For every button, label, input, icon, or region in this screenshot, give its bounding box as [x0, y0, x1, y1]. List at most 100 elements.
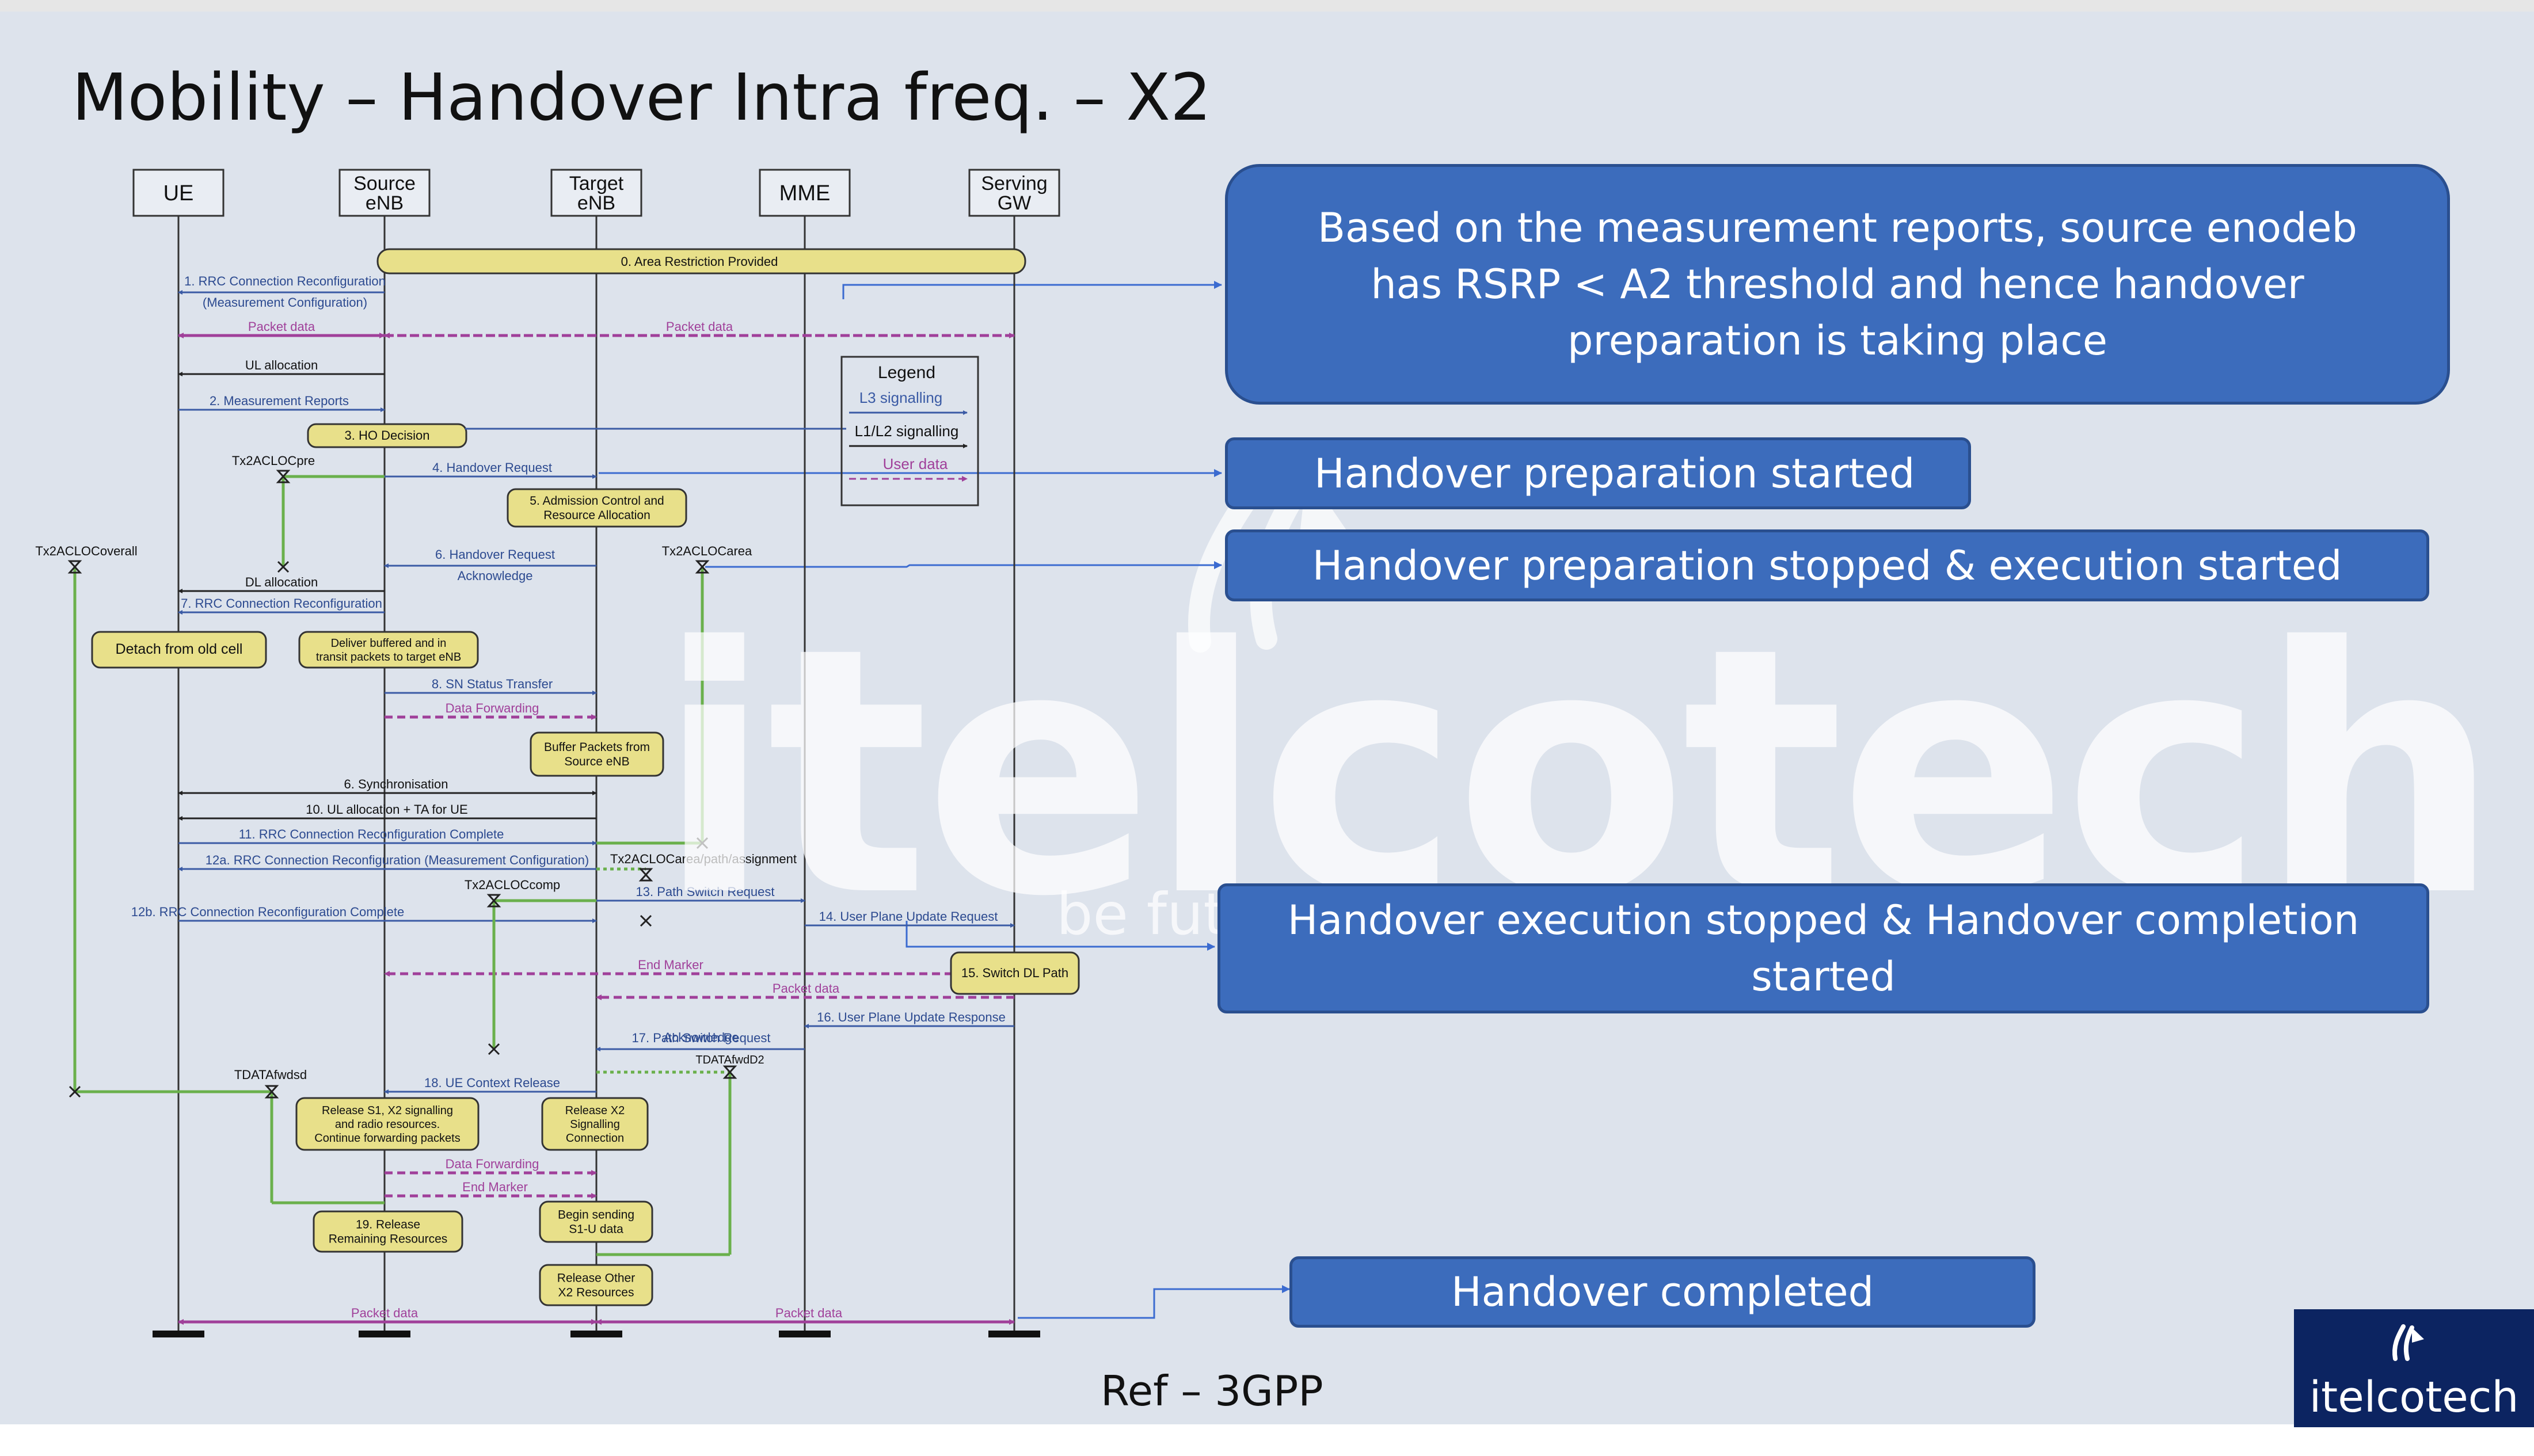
release-x2-box	[541, 1097, 649, 1151]
source-enb-label: eNB	[366, 192, 404, 214]
timer-pre-label: Tx2ACLOCpre	[232, 453, 315, 468]
packet-data-final-ue-label: Packet data	[351, 1306, 418, 1320]
release-other-box-text: X2 Resources	[558, 1286, 634, 1299]
msg-6-sub-label: Acknowledge	[458, 569, 533, 583]
ue-box	[132, 169, 225, 217]
release-x2-box-text: Signalling	[570, 1118, 620, 1131]
detach-box-text: Detach from old cell	[116, 641, 243, 657]
release-s1-x2-box-text: and radio resources.	[335, 1118, 440, 1131]
target-enb-box	[550, 169, 642, 217]
callout-execution-started: Handover preparation stopped & execution…	[1225, 529, 2429, 601]
ho-decision-box-text: 3. HO Decision	[345, 428, 430, 443]
ho-decision-box	[307, 423, 467, 448]
dl-allocation-label: DL allocation	[245, 575, 318, 589]
packet-data-ue-label: Packet data	[248, 319, 315, 334]
callout-handover-completed: Handover completed	[1289, 1256, 2035, 1328]
msg-14-up-update-request-label: 14. User Plane Update Request	[819, 909, 998, 924]
admission-control-box	[507, 488, 687, 528]
callout-preparation-started: Handover preparation started	[1225, 437, 1971, 509]
msg-1-rrc-reconf-label: 1. RRC Connection Reconfiguration	[184, 274, 386, 288]
msg-18-ue-context-release-label: 18. UE Context Release	[424, 1076, 560, 1090]
packet-data-gw-label: Packet data	[666, 319, 733, 334]
switch-dl-path-box-text: 15. Switch DL Path	[961, 966, 1068, 980]
release-x2-box-text: Connection	[566, 1132, 624, 1145]
callout-execution-started-text: Handover preparation stopped & execution…	[1312, 542, 2342, 589]
legend-title: Legend	[878, 363, 935, 382]
area-restriction-box	[376, 248, 1026, 275]
begin-sending-box-text: S1-U data	[569, 1223, 623, 1236]
admission-control-box-text: 5. Admission Control and	[530, 494, 664, 508]
timer-comp-label: Tx2ACLOCcomp	[465, 878, 560, 892]
logo-mark-icon	[2392, 1324, 2424, 1361]
data-forwarding-2-label: Data Forwarding	[446, 1157, 539, 1171]
msg-17-path-switch-ack-label: 17. Path Switch Request	[632, 1031, 771, 1045]
logo-name: itelcotech	[2309, 1373, 2519, 1422]
msg-8-sn-status-label: 8. SN Status Transfer	[432, 677, 553, 691]
mme-end-bar	[779, 1331, 831, 1337]
release-x2-box-text: Release X2	[565, 1104, 625, 1117]
serving-gw-label: Serving	[981, 173, 1047, 195]
target-enb-end-bar	[570, 1331, 622, 1337]
legend-user-label: User data	[883, 455, 948, 472]
legend-box	[840, 356, 979, 506]
release-s1-x2-box	[295, 1097, 480, 1151]
release-other-box-text: Release Other	[557, 1272, 635, 1285]
serving-gw-label: GW	[998, 192, 1032, 214]
timer-data-label: TDATAfwdsd	[234, 1068, 307, 1082]
release-resources-box	[313, 1210, 463, 1253]
callout-preparation-started-text: Handover preparation started	[1314, 449, 1915, 497]
timer-d2-label: TDATAfwdD2	[695, 1054, 764, 1066]
ue-label: UE	[163, 181, 194, 205]
target-enb-label: eNB	[577, 192, 615, 214]
ul-allocation-label: UL allocation	[245, 358, 318, 372]
end-marker-label: End Marker	[638, 958, 703, 972]
msg-16-up-update-response-label: 16. User Plane Update Response	[817, 1010, 1006, 1024]
timer-area-icon	[695, 560, 710, 574]
page-title: Mobility – Handover Intra freq. – X2	[72, 60, 1212, 135]
timer-path-stop	[640, 914, 652, 927]
msg-12b-rrc-complete-label: 12b. RRC Connection Reconfiguration Comp…	[131, 905, 404, 919]
callout-completion-started: Handover execution stopped & Handover co…	[1217, 883, 2429, 1013]
deliver-box	[298, 631, 479, 669]
timer-data-icon	[264, 1085, 279, 1099]
begin-sending-box-text: Begin sending	[558, 1209, 634, 1222]
timer-pre-icon	[276, 470, 291, 483]
timer-overall-label: Tx2ACLOCoverall	[35, 544, 137, 558]
msg-1-sub-label: (Measurement Configuration)	[203, 295, 367, 310]
callout-preparation-reason: Based on the measurement reports, source…	[1225, 164, 2450, 405]
msg-7-rrc-reconf-label: 7. RRC Connection Reconfiguration	[181, 596, 382, 611]
release-resources-box-text: 19. Release	[356, 1218, 420, 1232]
callout-completion-started-text: Handover execution stopped & Handover co…	[1287, 897, 2360, 1000]
timer-comp-stop	[488, 1043, 500, 1055]
buffer-box-text: Source eNB	[564, 755, 629, 768]
deliver-box-text: Deliver buffered and in	[331, 637, 447, 650]
buffer-box	[530, 731, 664, 777]
release-s1-x2-box-text: Continue forwarding packets	[314, 1132, 460, 1145]
mme-label: MME	[779, 181, 831, 205]
serving-gw-box	[968, 169, 1060, 217]
timer-area-label: Tx2ACLOCarea	[662, 544, 752, 558]
msg-9-sync-label: 6. Synchronisation	[344, 777, 448, 791]
msg-13-path-switch-label: 13. Path Switch Request	[636, 885, 775, 899]
source-enb-end-bar	[359, 1331, 410, 1337]
msg-6-ho-ack-label: 6. Handover Request	[435, 547, 555, 562]
data-forwarding-label: Data Forwarding	[446, 701, 539, 715]
msg-12a-rrc-reconf-label: 12a. RRC Connection Reconfiguration (Mea…	[206, 853, 589, 867]
deliver-box-text: transit packets to target eNB	[316, 651, 461, 664]
timer-comp-icon	[486, 894, 501, 908]
buffer-box-text: Buffer Packets from	[544, 741, 650, 754]
callout-connectors	[599, 281, 1290, 1319]
end-marker-2-label: End Marker	[462, 1180, 528, 1194]
switch-dl-path-box	[950, 951, 1080, 995]
mme-box	[759, 169, 851, 217]
reference-label: Ref – 3GPP	[1101, 1367, 1323, 1415]
ue-end-bar	[153, 1331, 204, 1337]
timer-overall-stop	[69, 1085, 81, 1098]
admission-control-box-text: Resource Allocation	[543, 509, 650, 522]
callout-preparation-reason-text: Based on the measurement reports, source…	[1318, 204, 2357, 364]
release-other-box	[539, 1264, 653, 1306]
release-resources-box-text: Remaining Resources	[329, 1233, 448, 1246]
target-enb-label: Target	[569, 173, 624, 195]
timer-path-icon	[638, 868, 653, 882]
